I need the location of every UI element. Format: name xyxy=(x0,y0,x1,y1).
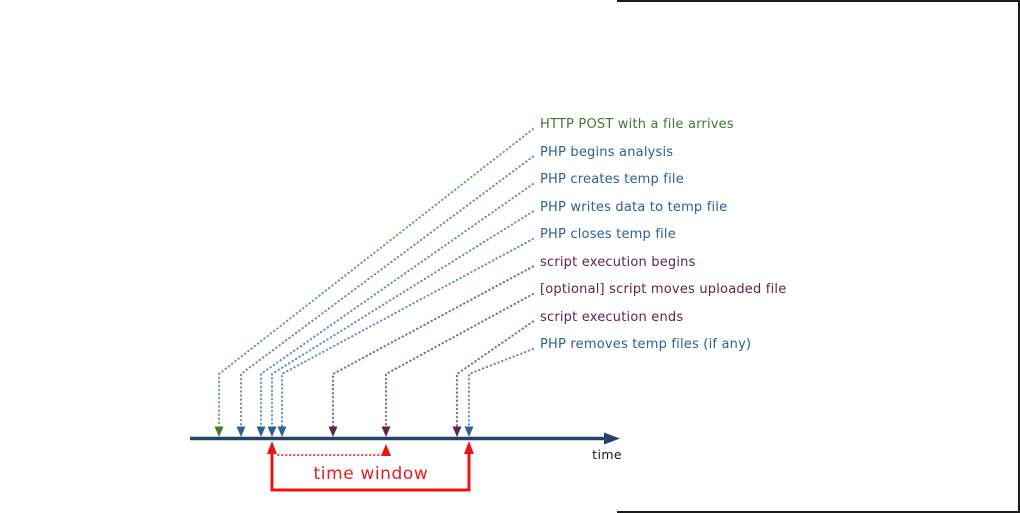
event-label: script execution ends xyxy=(540,309,684,325)
event-label: PHP begins analysis xyxy=(540,144,674,160)
time-window-bracket xyxy=(270,450,471,492)
event-connector-line xyxy=(456,320,534,427)
event-connector-line xyxy=(385,293,534,427)
event-marker-arrow xyxy=(452,426,462,437)
event-connector-line xyxy=(218,128,534,427)
event-marker-arrow xyxy=(277,426,287,437)
event-label: PHP writes data to temp file xyxy=(540,199,728,215)
event-connector-line xyxy=(240,155,534,427)
event-connector-line xyxy=(260,183,534,427)
event-marker-arrow xyxy=(328,426,338,437)
event-marker-arrow xyxy=(464,426,474,437)
event-label: [optional] script moves uploaded file xyxy=(540,282,787,297)
event-connector-line xyxy=(332,265,534,427)
event-marker-arrow xyxy=(267,426,277,437)
event-marker-arrow xyxy=(236,426,246,437)
event-marker-arrow xyxy=(256,426,266,437)
image-frame-bottom-edge xyxy=(617,511,1020,513)
event-label: PHP removes temp files (if any) xyxy=(540,337,752,352)
event-marker-arrow xyxy=(214,426,224,437)
event-connector-line xyxy=(281,238,534,427)
event-marker-arrow xyxy=(381,426,391,437)
time-window-right-arrow xyxy=(464,441,474,454)
image-frame-top-edge xyxy=(617,0,1020,2)
time-window-mid-arrow xyxy=(381,444,391,456)
timeline-arrowhead xyxy=(604,432,620,445)
time-axis-label: time xyxy=(592,447,622,462)
event-label: script execution begins xyxy=(540,254,696,270)
time-window-label: time window xyxy=(313,464,429,484)
image-frame-right-edge xyxy=(1018,0,1020,513)
event-label: PHP creates temp file xyxy=(540,172,684,187)
event-connector-line xyxy=(271,210,534,427)
event-label: HTTP POST with a file arrives xyxy=(540,117,734,132)
event-connector-line xyxy=(468,348,534,427)
time-window-left-arrow xyxy=(267,441,277,454)
event-label: PHP closes temp file xyxy=(540,227,676,242)
